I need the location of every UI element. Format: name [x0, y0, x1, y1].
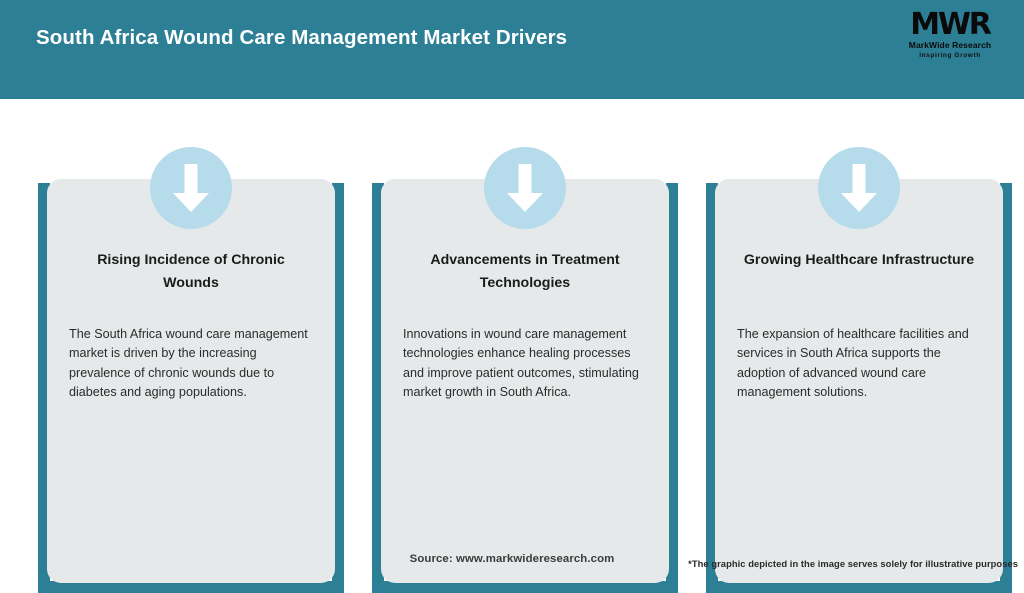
card-title: Growing Healthcare Infrastructure: [743, 252, 975, 268]
driver-card: Advancements in Treatment Technologies I…: [372, 147, 678, 593]
card-body-text: Innovations in wound care management tec…: [403, 327, 639, 400]
bracket-right-arm: [332, 183, 344, 593]
page-title: South Africa Wound Care Management Marke…: [36, 26, 568, 49]
disclaimer-note: *The graphic depicted in the image serve…: [688, 558, 1018, 569]
page-header: South Africa Wound Care Management Marke…: [0, 0, 1024, 99]
down-arrow-icon: [484, 147, 566, 229]
card-panel: Rising Incidence of Chronic Wounds The S…: [47, 179, 335, 583]
down-arrow-icon: [150, 147, 232, 229]
logo-company-name: MarkWide Research: [908, 40, 992, 50]
drivers-card-row: Rising Incidence of Chronic Wounds The S…: [0, 99, 1024, 593]
driver-card: Growing Healthcare Infrastructure The ex…: [706, 147, 1012, 593]
down-arrow-icon: [818, 147, 900, 229]
card-title: Rising Incidence of Chronic Wounds: [97, 252, 285, 291]
card-title: Advancements in Treatment Technologies: [430, 252, 620, 291]
card-panel: Growing Healthcare Infrastructure The ex…: [715, 179, 1003, 583]
source-label: Source: www.markwideresearch.com: [409, 553, 615, 565]
logo-tagline: Inspiring Growth: [919, 52, 981, 59]
logo-mark-icon: MWR: [910, 7, 992, 42]
bracket-right-arm: [1000, 183, 1012, 593]
card-body-text: The South Africa wound care management m…: [69, 327, 308, 400]
driver-card: Rising Incidence of Chronic Wounds The S…: [38, 147, 344, 593]
bracket-right-arm: [666, 183, 678, 593]
card-body-text: The expansion of healthcare facilities a…: [737, 327, 969, 400]
brand-logo: MWR MarkWide Research Inspiring Growth: [898, 10, 1002, 66]
card-panel: Advancements in Treatment Technologies I…: [381, 179, 669, 583]
